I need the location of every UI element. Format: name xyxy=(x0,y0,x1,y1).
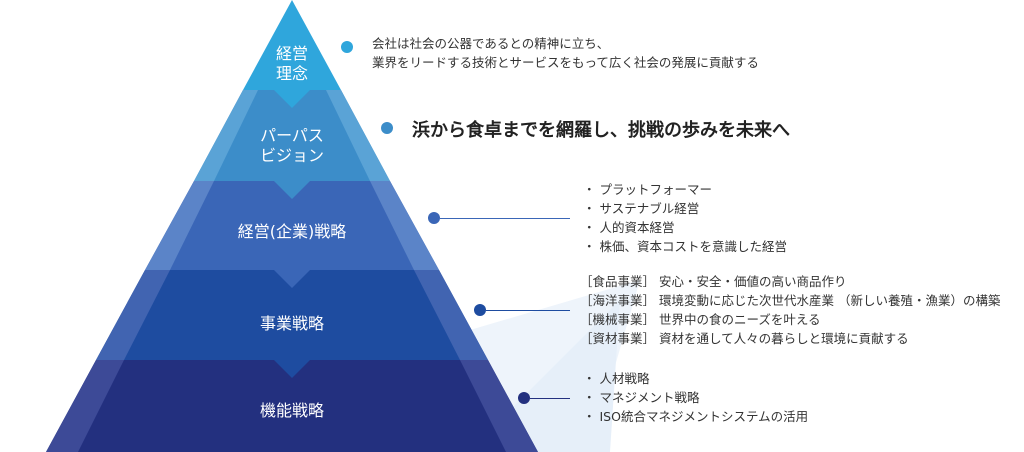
arrow-3-to-4 xyxy=(274,270,310,288)
tier-4-shape xyxy=(96,270,488,360)
business-strategy-dot xyxy=(474,304,486,316)
tier-1-shape xyxy=(243,0,341,90)
tier-3-label: 経営(企業)戦略 xyxy=(238,222,347,242)
tier-5-label-line-1: 機能戦略 xyxy=(259,401,325,420)
tier-4-edge-right xyxy=(414,270,488,360)
philosophy-dot xyxy=(341,41,353,53)
philosophy-line-1: 会社は社会の公器であるとの精神に立ち、 xyxy=(372,36,610,51)
tier-2-label-line-1: パーパス xyxy=(260,126,324,145)
tier-5-shape xyxy=(46,360,538,452)
corporate-strategy-item: 人的資本経営 xyxy=(583,218,787,237)
corporate-strategy-item: 株価、資本コストを意識した経営 xyxy=(583,237,787,256)
tier-3-edge-left xyxy=(145,181,214,270)
corporate-strategy-item: サステナブル経営 xyxy=(583,199,787,218)
tier-3-label-line-1: 経営(企業)戦略 xyxy=(237,222,347,241)
business-strategy-item: ［海洋事業］ 環境変動に応じた次世代水産業 （新しい養殖・漁業）の構築 xyxy=(580,293,1001,308)
functional-strategy-item: ISO統合マネジメントシステムの活用 xyxy=(583,407,808,426)
functional-strategy-item: マネジメント戦略 xyxy=(583,388,808,407)
functional-strategy-item: 人材戦略 xyxy=(583,369,808,388)
tier-2-label: パーパス ビジョン xyxy=(260,126,324,166)
tier-5-label: 機能戦略 xyxy=(260,401,324,421)
functional-strategy-dot xyxy=(518,392,530,404)
business-strategy-item: ［機械事業］ 世界中の食のニーズを叶える xyxy=(580,312,821,327)
tier-2-label-line-2: ビジョン xyxy=(259,146,325,165)
tier-5-edge-left xyxy=(46,360,124,452)
tier-4-label: 事業戦略 xyxy=(260,314,324,334)
tier-4-edge-left xyxy=(96,270,170,360)
business-strategy-item: ［資材事業］ 資材を通して人々の暮らしと環境に貢献する xyxy=(580,331,909,346)
functional-strategy-connector xyxy=(530,398,570,399)
corporate-strategy-list: プラットフォーマー サステナブル経営 人的資本経営 株価、資本コストを意識した経… xyxy=(583,180,787,256)
business-strategy-connector xyxy=(486,310,570,311)
arrow-4-to-5 xyxy=(274,360,310,378)
arrow-1-to-2 xyxy=(274,90,310,108)
philosophy-line-2: 業界をリードする技術とサービスをもって広く社会の発展に貢献する xyxy=(372,55,759,70)
corporate-strategy-connector xyxy=(440,218,570,219)
functional-strategy-list: 人材戦略 マネジメント戦略 ISO統合マネジメントシステムの活用 xyxy=(583,369,808,426)
tier-1-label-line-1: 経営 xyxy=(275,44,309,63)
business-strategy-list: ［食品事業］ 安心・安全・価値の高い商品作り ［海洋事業］ 環境変動に応じた次世… xyxy=(580,272,1000,348)
vision-statement: 浜から食卓までを網羅し、挑戦の歩みを未来へ xyxy=(412,120,790,141)
tier-4-label-line-1: 事業戦略 xyxy=(259,314,325,333)
tier-1-label-line-2: 理念 xyxy=(275,64,309,83)
tier-1-label: 経営 理念 xyxy=(276,44,308,84)
corporate-strategy-item: プラットフォーマー xyxy=(583,180,787,199)
tier-3-shape xyxy=(145,181,439,270)
vision-dot xyxy=(381,122,393,134)
tier-3-edge-right xyxy=(370,181,439,270)
tier-5-edge-right xyxy=(460,360,538,452)
philosophy-text: 会社は社会の公器であるとの精神に立ち、 業界をリードする技術とサービスをもって広… xyxy=(372,34,759,72)
tier-2-edge-right xyxy=(326,90,390,181)
tier-2-edge-left xyxy=(194,90,258,181)
arrow-2-to-3 xyxy=(274,181,310,199)
business-strategy-item: ［食品事業］ 安心・安全・価値の高い商品作り xyxy=(580,274,847,289)
corporate-strategy-dot xyxy=(428,212,440,224)
